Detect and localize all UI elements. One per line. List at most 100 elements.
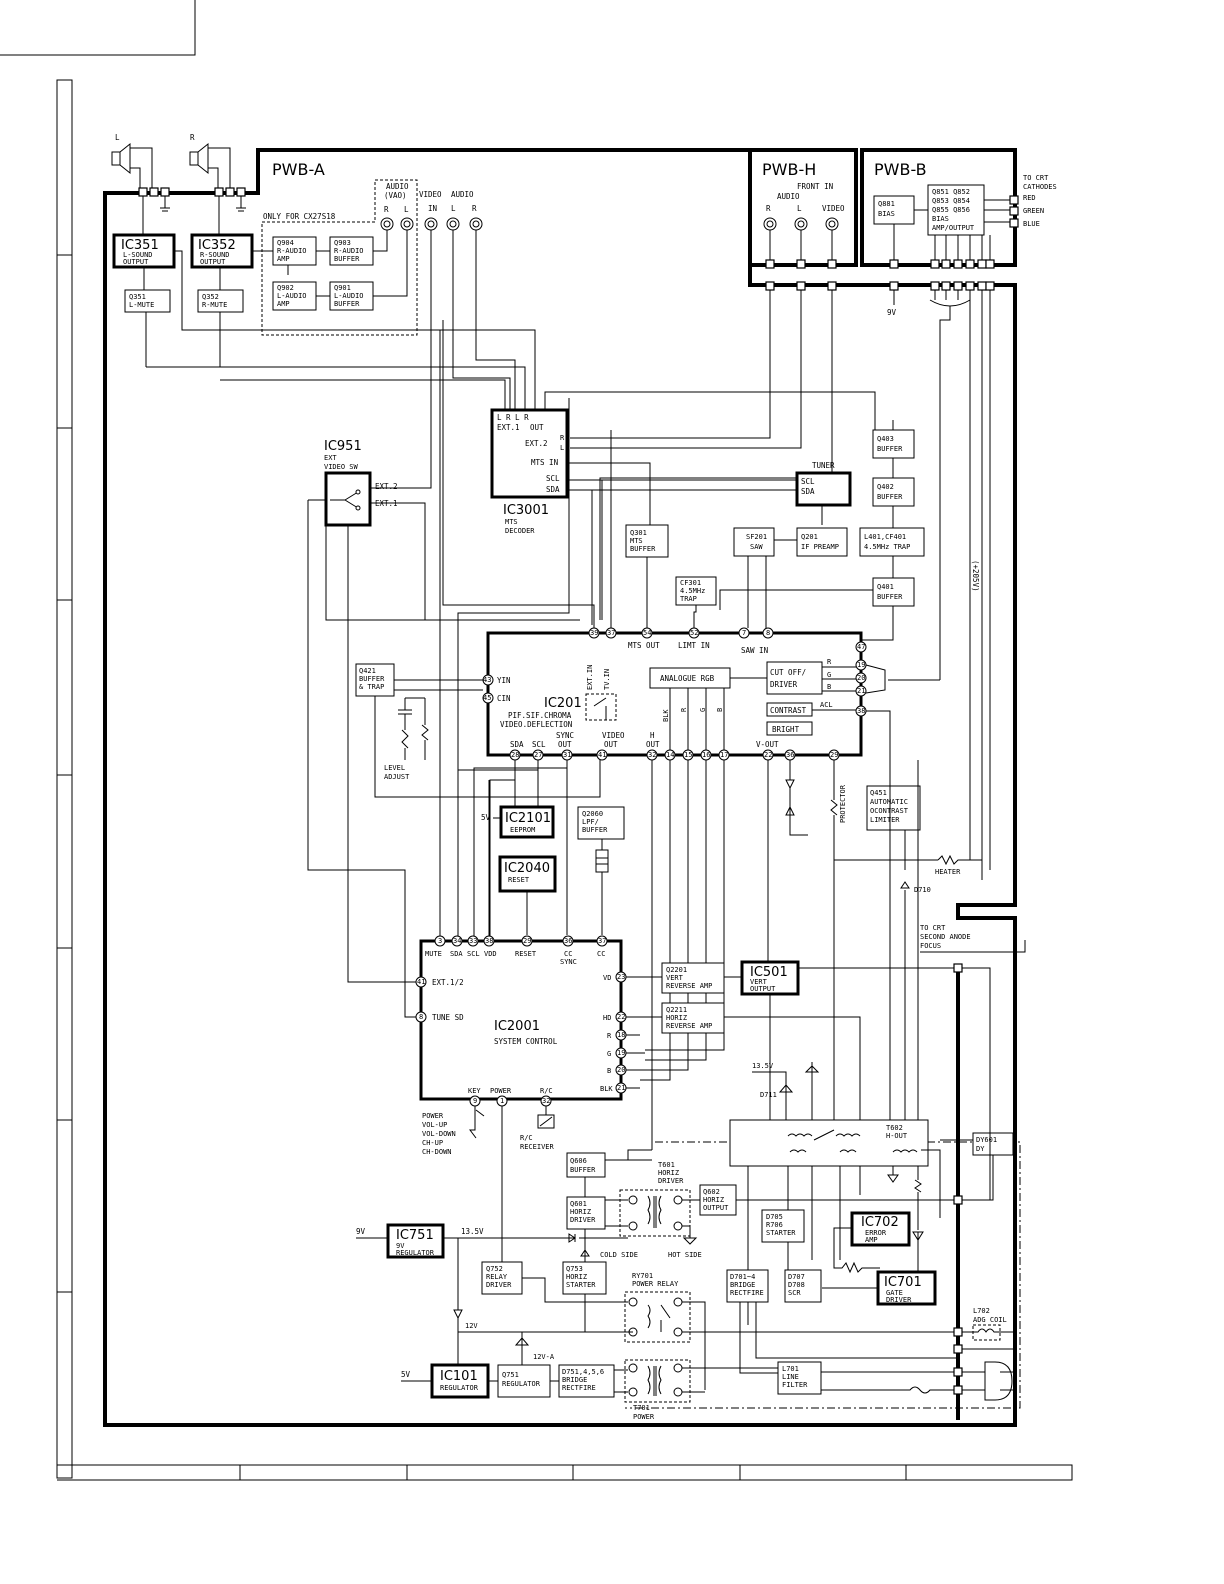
svg-text:Q2201: Q2201 [666, 966, 687, 974]
q2211-block: Q2211 HORIZ REVERSE AMP [626, 1002, 861, 1120]
q751-block: Q751 REGULATOR [488, 1364, 551, 1398]
svg-text:VD: VD [603, 974, 611, 982]
svg-text:R: R [680, 707, 688, 712]
svg-text:7: 7 [742, 629, 746, 637]
svg-text:21: 21 [857, 687, 865, 695]
svg-text:Q2060: Q2060 [582, 810, 603, 818]
svg-text:BUFFER: BUFFER [334, 255, 360, 263]
svg-text:21: 21 [617, 1084, 625, 1092]
svg-text:OUT: OUT [604, 740, 618, 749]
svg-text:9V: 9V [887, 308, 897, 317]
svg-text:VIDEO: VIDEO [602, 731, 625, 740]
svg-text:GREEN: GREEN [1023, 207, 1044, 215]
svg-text:3: 3 [438, 937, 442, 945]
svg-text:T701: T701 [633, 1404, 650, 1412]
svg-text:L702: L702 [973, 1307, 990, 1315]
d701-block: D701~4 BRIDGE RECTFIRE [726, 1269, 958, 1374]
tuner-block: TUNER SCL SDA [795, 461, 852, 525]
svg-text:19: 19 [617, 1049, 625, 1057]
svg-text:B: B [716, 708, 724, 712]
svg-text:R: R [384, 205, 389, 214]
svg-text:Q451: Q451 [870, 789, 887, 797]
ic2001-block: 3 34 33 38 29 36 37 MUTE SDA SCL VDD RES… [307, 500, 645, 1107]
page-frame [0, 0, 1073, 1481]
ic3001-block: L R L R EXT.1 OUT EXT.2 R L MTS IN SCL S… [490, 391, 876, 625]
q606-block: Q606 BUFFER [566, 1152, 652, 1197]
svg-text:20: 20 [617, 1066, 625, 1074]
svg-text:33: 33 [469, 937, 477, 945]
svg-text:OUTPUT: OUTPUT [123, 258, 149, 266]
ic352-block: IC352 R-SOUND OUTPUT [190, 233, 254, 269]
svg-text:CH-DOWN: CH-DOWN [422, 1148, 452, 1156]
svg-text:BUFFER: BUFFER [570, 1166, 596, 1174]
svg-text:37: 37 [598, 937, 606, 945]
svg-text:DY601: DY601 [976, 1136, 997, 1144]
svg-text:SCL: SCL [467, 950, 480, 958]
svg-text:BUFFER: BUFFER [582, 826, 608, 834]
svg-text:TUNER: TUNER [812, 461, 835, 470]
svg-text:EXT.1/2: EXT.1/2 [432, 978, 464, 987]
svg-text:D707: D707 [788, 1273, 805, 1281]
svg-text:HORIZ: HORIZ [658, 1169, 679, 1177]
svg-text:SAW: SAW [750, 543, 763, 551]
svg-text:27: 27 [534, 751, 542, 759]
svg-text:36: 36 [564, 937, 572, 945]
svg-text:L R L R: L R L R [497, 413, 529, 422]
svg-text:R-AUDIO: R-AUDIO [334, 247, 364, 255]
t601-transformer: T601 HORIZ DRIVER [619, 1161, 700, 1245]
l701-block: L701 LINE FILTER [777, 1361, 958, 1395]
svg-text:8: 8 [766, 629, 770, 637]
svg-text:HORIZ: HORIZ [566, 1273, 587, 1281]
svg-text:RECEIVER: RECEIVER [520, 1143, 555, 1151]
svg-text:D708: D708 [788, 1281, 805, 1289]
cf301-block: CF301 4.5MHz TRAP [675, 576, 717, 628]
svg-text:RESET: RESET [515, 950, 537, 958]
svg-text:REVERSE AMP: REVERSE AMP [666, 982, 712, 990]
svg-text:Q601: Q601 [570, 1200, 587, 1208]
svg-text:ACL: ACL [820, 701, 833, 709]
svg-text:TO CRT: TO CRT [1023, 174, 1049, 182]
svg-text:IC351: IC351 [121, 238, 159, 253]
svg-text:REGULATOR: REGULATOR [396, 1249, 435, 1257]
svg-text:L701: L701 [782, 1365, 799, 1373]
svg-text:Q881: Q881 [878, 200, 895, 208]
svg-text:17: 17 [720, 751, 728, 759]
svg-text:EXT.IN: EXT.IN [586, 665, 594, 690]
svg-text:9: 9 [473, 1097, 477, 1105]
svg-text:R: R [827, 658, 832, 666]
svg-text:Q401: Q401 [877, 583, 894, 591]
svg-text:BUFFER: BUFFER [877, 445, 903, 453]
svg-text:TV.IN: TV.IN [603, 669, 611, 690]
svg-text:Q421: Q421 [359, 667, 376, 675]
svg-text:MTS IN: MTS IN [531, 458, 558, 467]
svg-text:POWER: POWER [490, 1087, 512, 1095]
svg-text:R-MUTE: R-MUTE [202, 301, 227, 309]
svg-text:EXT.1: EXT.1 [497, 423, 520, 432]
svg-text:Q2211: Q2211 [666, 1006, 687, 1014]
q753-block: Q753 HORIZ STARTER [562, 1261, 607, 1332]
svg-text:37: 37 [607, 629, 615, 637]
svg-text:SCR: SCR [788, 1289, 801, 1297]
svg-text:Q751: Q751 [502, 1371, 519, 1379]
svg-text:23: 23 [617, 973, 625, 981]
pwb-b-label: PWB-B [874, 160, 927, 179]
svg-text:POWER: POWER [422, 1112, 444, 1120]
svg-text:L-SOUND: L-SOUND [123, 251, 153, 259]
svg-text:5V: 5V [481, 813, 491, 822]
svg-text:SAW IN: SAW IN [741, 646, 768, 655]
t602-flyback: T602 H-OUT [625, 711, 1021, 1409]
svg-text:L-AUDIO: L-AUDIO [277, 292, 307, 300]
svg-text:MTS OUT: MTS OUT [628, 641, 660, 650]
q602-block: Q602 HORIZ OUTPUT [699, 1165, 958, 1325]
svg-text:SECOND ANODE: SECOND ANODE [920, 933, 971, 941]
svg-text:D710: D710 [914, 886, 931, 894]
q351-block: Q351 L-MUTE [124, 289, 171, 313]
svg-text:R/C: R/C [540, 1087, 553, 1095]
svg-text:AMP: AMP [277, 300, 290, 308]
svg-text:VIDEO: VIDEO [822, 204, 845, 213]
svg-text:RED: RED [1023, 194, 1036, 202]
svg-text:D705: D705 [766, 1213, 783, 1221]
svg-text:RECTFIRE: RECTFIRE [562, 1384, 596, 1392]
svg-text:32: 32 [648, 751, 656, 759]
svg-text:IC951: IC951 [324, 439, 362, 454]
